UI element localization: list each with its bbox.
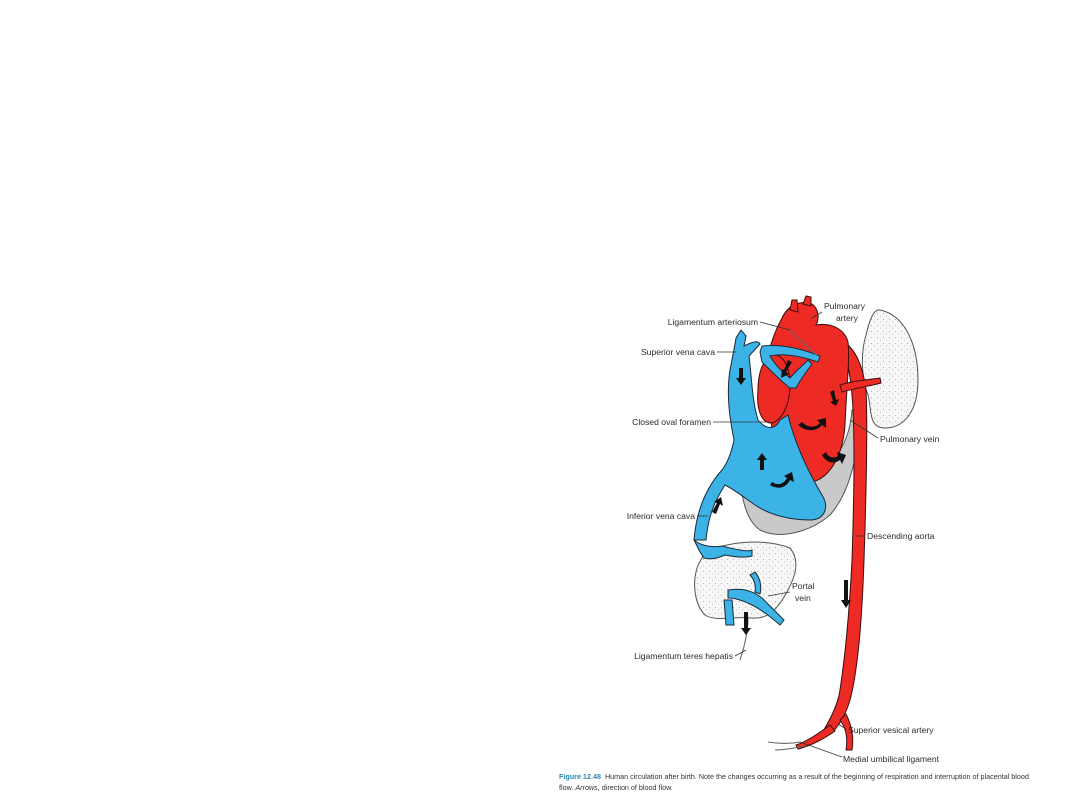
leader-line (849, 419, 879, 439)
lung-shape (861, 309, 919, 429)
flow-arrow (781, 360, 792, 378)
label-superior-vena-cava: Superior vena cava (641, 347, 715, 357)
flow-arrow (830, 390, 839, 406)
inferior-vena-cava-shape (693, 539, 753, 560)
label-ligamentum-teres-hepatis: Ligamentum teres hepatis (634, 651, 733, 661)
ligamentum-arteriosum-line (789, 329, 819, 357)
flow-arrow (712, 497, 723, 514)
iliac-branch-right (839, 713, 854, 751)
label-pulmonary-artery-line1: Pulmonary (824, 301, 866, 311)
liver-shape (694, 541, 797, 619)
caption-arrows-italic: Arrows, (575, 783, 600, 792)
flow-arrow (770, 472, 794, 488)
leader-line (734, 649, 747, 657)
label-closed-oval-foramen: Closed oval foramen (632, 417, 711, 427)
label-portal-vein-line1: Portal (792, 581, 815, 591)
label-pulmonary-vein: Pulmonary vein (880, 434, 939, 444)
leader-line (837, 723, 847, 730)
medial-umbilical-ligament-line (767, 741, 806, 751)
flow-arrow (841, 580, 851, 608)
label-superior-vesical-artery: Superior vesical artery (848, 725, 934, 735)
label-portal-vein-line2: vein (795, 593, 811, 603)
pulmonary-artery-blue (759, 345, 821, 389)
label-descending-aorta: Descending aorta (867, 531, 935, 541)
leader-line (799, 741, 843, 758)
pulmonary-vein-shape (839, 377, 882, 393)
label-pulmonary-artery-line2: artery (836, 313, 859, 323)
label-ligamentum-arteriosum: Ligamentum arteriosum (668, 317, 758, 327)
flow-arrow (757, 453, 767, 470)
flow-arrow (736, 368, 746, 385)
flow-arrows (712, 360, 851, 635)
superior-vena-cava-shape (693, 329, 826, 541)
caption-text-end: direction of blood flow. (601, 783, 673, 792)
flow-arrow (822, 452, 846, 464)
label-medial-umbilical-ligament: Medial umbilical ligament (843, 754, 940, 764)
portal-vein-shape (727, 571, 785, 626)
portal-vein-trunk (723, 599, 735, 626)
caption-text: Human circulation after birth. Note the … (559, 772, 1029, 792)
leader-line (811, 311, 823, 319)
brachiocephalic-stubs (789, 295, 812, 313)
label-inferior-vena-cava: Inferior vena cava (627, 511, 696, 521)
circulation-after-birth-diagram: Ligamentum arteriosum Superior vena cava… (627, 295, 940, 764)
iliac-branch-left (795, 724, 836, 750)
figure-number: Figure 12.48 (559, 772, 601, 781)
flow-arrow (741, 612, 751, 635)
leader-line (759, 321, 791, 331)
flow-arrow (798, 418, 826, 431)
leader-line (767, 591, 791, 597)
